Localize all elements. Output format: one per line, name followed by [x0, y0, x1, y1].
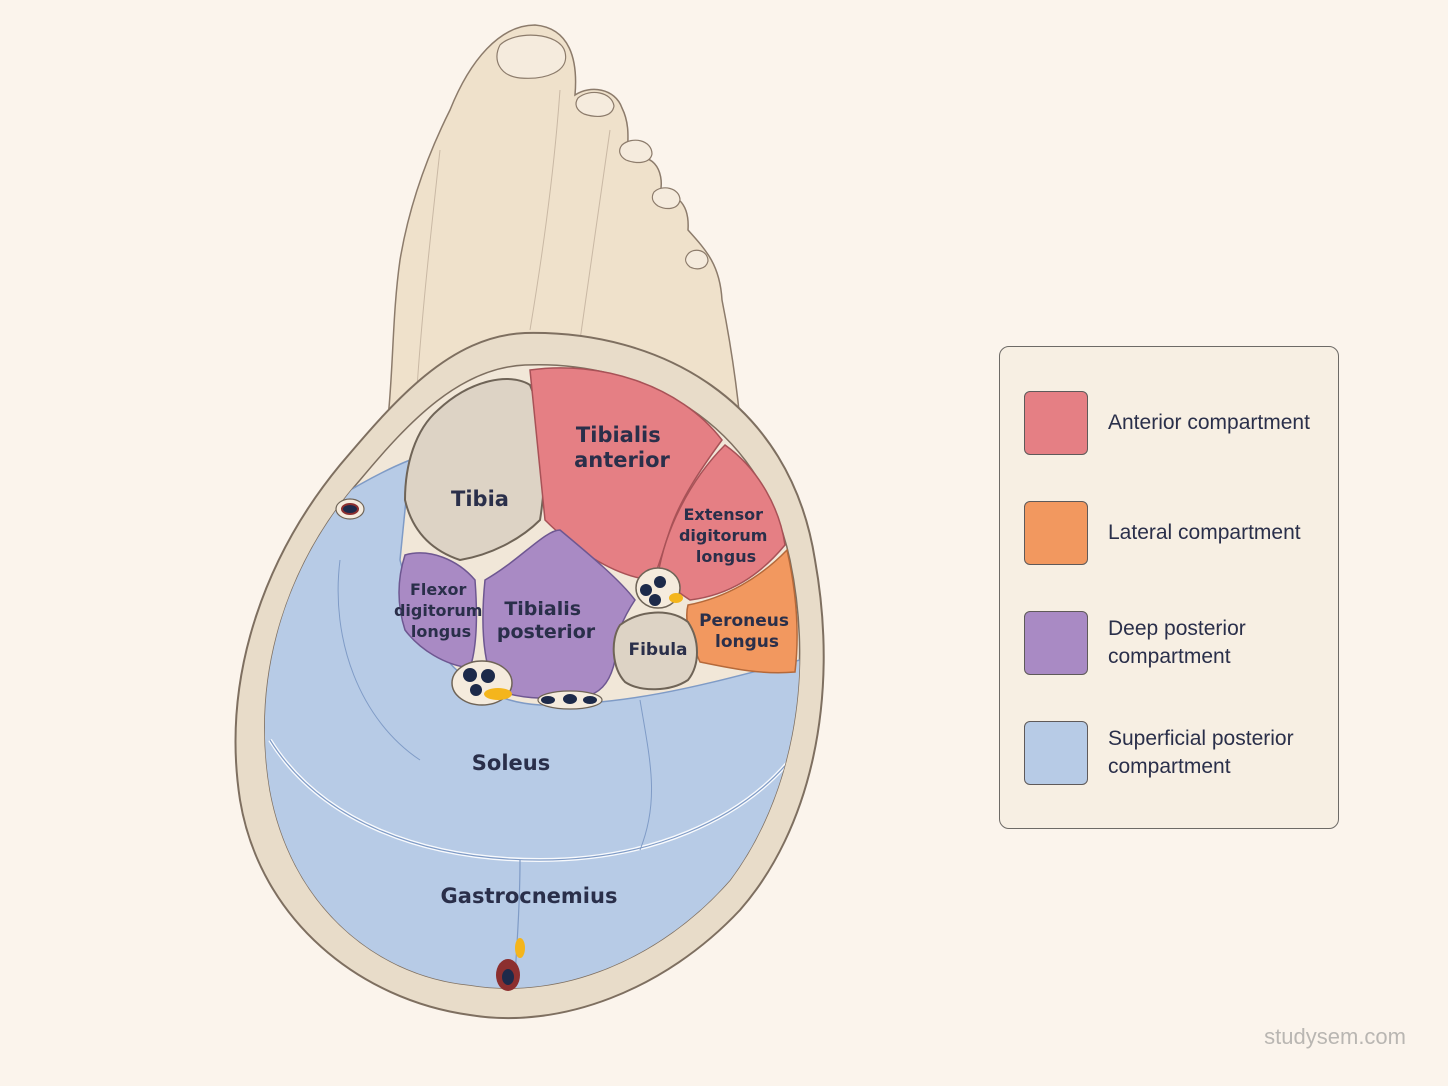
legend-label-anterior: Anterior compartment [1108, 411, 1310, 434]
legend-swatch-deep-posterior [1024, 611, 1088, 675]
gastrocnemius-label: Gastrocnemius [441, 884, 618, 908]
legend-panel: Anterior compartment Lateral compartment… [999, 346, 1339, 829]
legend-item-lateral: Lateral compartment [1024, 501, 1328, 565]
fibula-bone [612, 611, 698, 691]
fibula-label: Fibula [628, 640, 687, 660]
peroneal-vessels [537, 690, 603, 710]
anterior-neurovascular-bundle [635, 567, 683, 609]
legend-swatch-anterior [1024, 391, 1088, 455]
legend-label-superficial-posterior: Superficial posterior compartment [1108, 727, 1294, 778]
legend-swatch-superficial-posterior [1024, 721, 1088, 785]
extensor-digitorum-longus-muscle [657, 444, 786, 601]
tibialis-anterior-muscle [529, 367, 723, 581]
fifth-toenail [684, 249, 709, 270]
legend-label-deep-posterior: Deep posterior compartment [1108, 617, 1246, 668]
tibia-label: Tibia [451, 487, 509, 511]
posterior-tibial-neurovascular-bundle [451, 660, 513, 706]
legend-item-superficial-posterior: Superficial posterior compartment [1024, 721, 1328, 785]
tibialis-anterior-label: Tibialis anterior [574, 423, 670, 472]
legend-swatch-lateral [1024, 501, 1088, 565]
tibia-bone [403, 378, 546, 562]
extensor-digitorum-longus-label: Extensor digitorum longus [679, 505, 773, 566]
big-toenail [496, 34, 567, 79]
third-toenail [619, 139, 653, 164]
fourth-toenail [651, 187, 681, 210]
great-saphenous-vein [335, 498, 365, 520]
soleus-label: Soleus [472, 751, 550, 775]
second-toenail [575, 91, 615, 117]
small-saphenous-vein [496, 938, 525, 991]
watermark: studysem.com [1264, 1024, 1406, 1049]
peroneus-longus-muscle [686, 548, 798, 674]
tibialis-posterior-label: Tibialis posterior [497, 598, 596, 643]
flexor-digitorum-longus-label: Flexor digitorum longus [394, 580, 488, 641]
legend-label-lateral: Lateral compartment [1108, 521, 1301, 544]
legend-item-anterior: Anterior compartment [1024, 391, 1328, 455]
peroneus-longus-label: Peroneus longus [699, 611, 795, 652]
legend-item-deep-posterior: Deep posterior compartment [1024, 611, 1328, 675]
